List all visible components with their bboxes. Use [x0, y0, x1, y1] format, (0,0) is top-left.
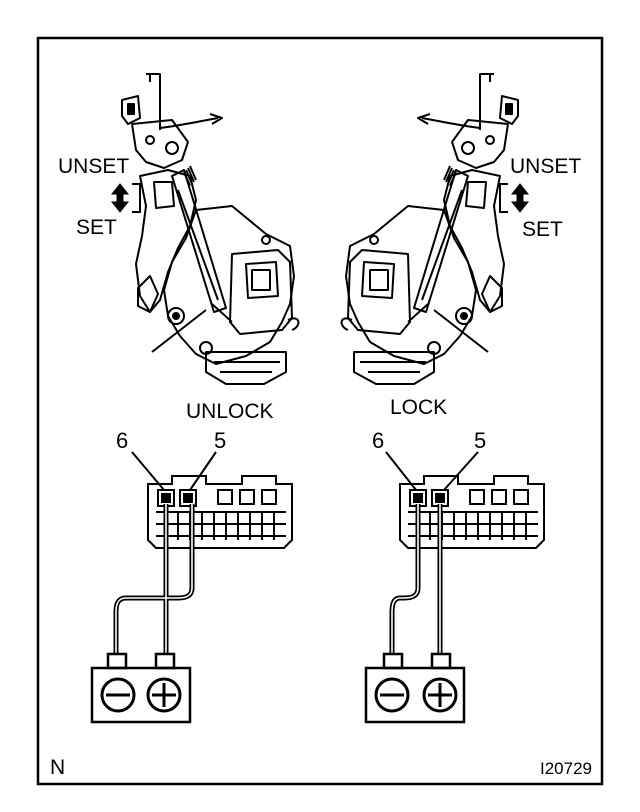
- left-test-leads: [113, 504, 195, 654]
- left-pin-6-label: 6: [116, 428, 128, 453]
- left-pin6-leader: [131, 451, 165, 491]
- left-pin5-leader: [189, 451, 217, 491]
- left-set-bracket: [132, 183, 141, 213]
- left-unset-set-arrow-icon: [110, 183, 130, 213]
- lock-label: LOCK: [390, 396, 447, 419]
- right-pin-5-label: 5: [474, 428, 486, 453]
- diagram-frame: [36, 36, 604, 786]
- right-pin-6-label: 6: [372, 428, 384, 453]
- left-connector: [147, 475, 293, 549]
- minus-terminal-icon: [100, 677, 136, 713]
- right-pin5-leader: [443, 451, 479, 491]
- right-battery: [364, 652, 466, 724]
- right-door-lock-assembly: [340, 73, 519, 385]
- right-set-label: SET: [522, 218, 563, 241]
- left-pin-5-label: 5: [214, 428, 226, 453]
- right-unset-set-arrow-icon: [510, 183, 530, 213]
- left-set-label: SET: [76, 216, 117, 239]
- left-battery: [90, 652, 192, 724]
- minus-terminal-icon: [374, 677, 410, 713]
- plus-terminal-icon: [422, 677, 458, 713]
- right-connector: [399, 475, 545, 549]
- corner-code-label: N: [50, 756, 65, 779]
- figure-id-label: I20729: [540, 759, 592, 778]
- left-unset-label: UNSET: [58, 155, 129, 178]
- right-pin6-leader: [385, 451, 417, 491]
- right-set-bracket: [499, 183, 508, 213]
- plus-terminal-icon: [146, 677, 182, 713]
- right-unset-label: UNSET: [510, 155, 581, 178]
- left-door-lock-assembly: [121, 73, 300, 385]
- unlock-label: UNLOCK: [186, 400, 274, 423]
